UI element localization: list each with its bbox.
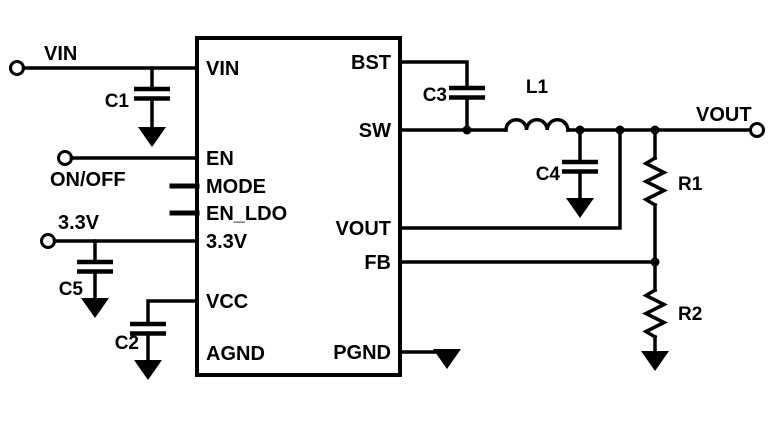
ground-symbol-c1 [138,127,166,147]
ground-symbol-pgnd [433,349,461,369]
pin-label-3v3: 3.3V [206,231,248,253]
ic-body [195,36,402,377]
ground-symbol-c4 [566,198,594,218]
pin-label-mode: MODE [206,176,266,198]
rail-3v3-net: 3.3V [40,212,199,249]
c3-label: C3 [423,85,447,106]
c4-label: C4 [536,164,561,185]
ic-regulator: VIN EN MODE EN_LDO 3.3V VCC AGND BST SW … [169,36,402,377]
junction-dot-r1-top [650,125,660,135]
vcc-net [146,299,199,326]
junction-dot-c3-sw [462,125,472,135]
junction-dot-c4 [575,125,585,135]
r1-zigzag [642,155,668,208]
enable-terminal [57,150,73,166]
switch-node-net: L1 VOUT [398,77,765,138]
rail-3v3-terminal [40,233,56,249]
c1-label: C1 [105,91,130,112]
c2-label: C2 [115,333,139,354]
vin-net-label: VIN [44,43,77,65]
inductor-l1 [504,118,570,132]
pin-label-vout: VOUT [335,218,391,240]
ground-symbol-r2 [641,351,669,371]
capacitor-c1: C1 [105,66,170,147]
l1-label: L1 [526,77,549,98]
pin-label-pgnd: PGND [333,342,391,364]
enable-input-net: ON/OFF [50,150,199,191]
pin-label-bst: BST [351,52,391,74]
vout-sense-net [398,128,622,230]
junction-dot-fb [650,257,660,267]
pin-label-vcc: VCC [206,291,248,313]
capacitor-c5: C5 [59,239,113,318]
vout-net-label: VOUT [696,104,752,126]
junction-dots [462,125,660,267]
pin-label-vin: VIN [206,58,239,80]
capacitor-c4: C4 [536,128,598,218]
pin-label-fb: FB [364,252,391,274]
r2-zigzag [642,287,668,340]
vin-input-net: VIN [9,43,199,76]
r1-label: R1 [678,174,703,195]
vout-terminal [749,122,765,138]
rail-3v3-net-label: 3.3V [58,212,100,234]
vin-terminal [9,60,25,76]
pin-label-en-ldo: EN_LDO [206,203,287,225]
bootstrap-net [398,60,469,90]
resistor-r1: R1 [642,128,703,264]
ground-symbol-c2 [134,360,162,380]
wire-vout-pin [398,128,622,230]
on-off-net-label: ON/OFF [50,169,126,191]
resistor-r2: R2 [641,260,702,371]
power-ground-net [398,349,461,369]
capacitor-c2: C2 [115,321,166,380]
pin-label-en: EN [206,148,234,170]
wire-vcc [146,299,199,326]
ground-symbol-c5 [81,298,109,318]
junction-dot-vout-sense [615,125,625,135]
pin-label-sw: SW [359,120,391,142]
capacitor-c3: C3 [423,85,485,132]
wire-bst [398,60,469,90]
r2-label: R2 [678,304,702,325]
pin-label-agnd: AGND [206,343,265,365]
c5-label: C5 [59,279,84,300]
